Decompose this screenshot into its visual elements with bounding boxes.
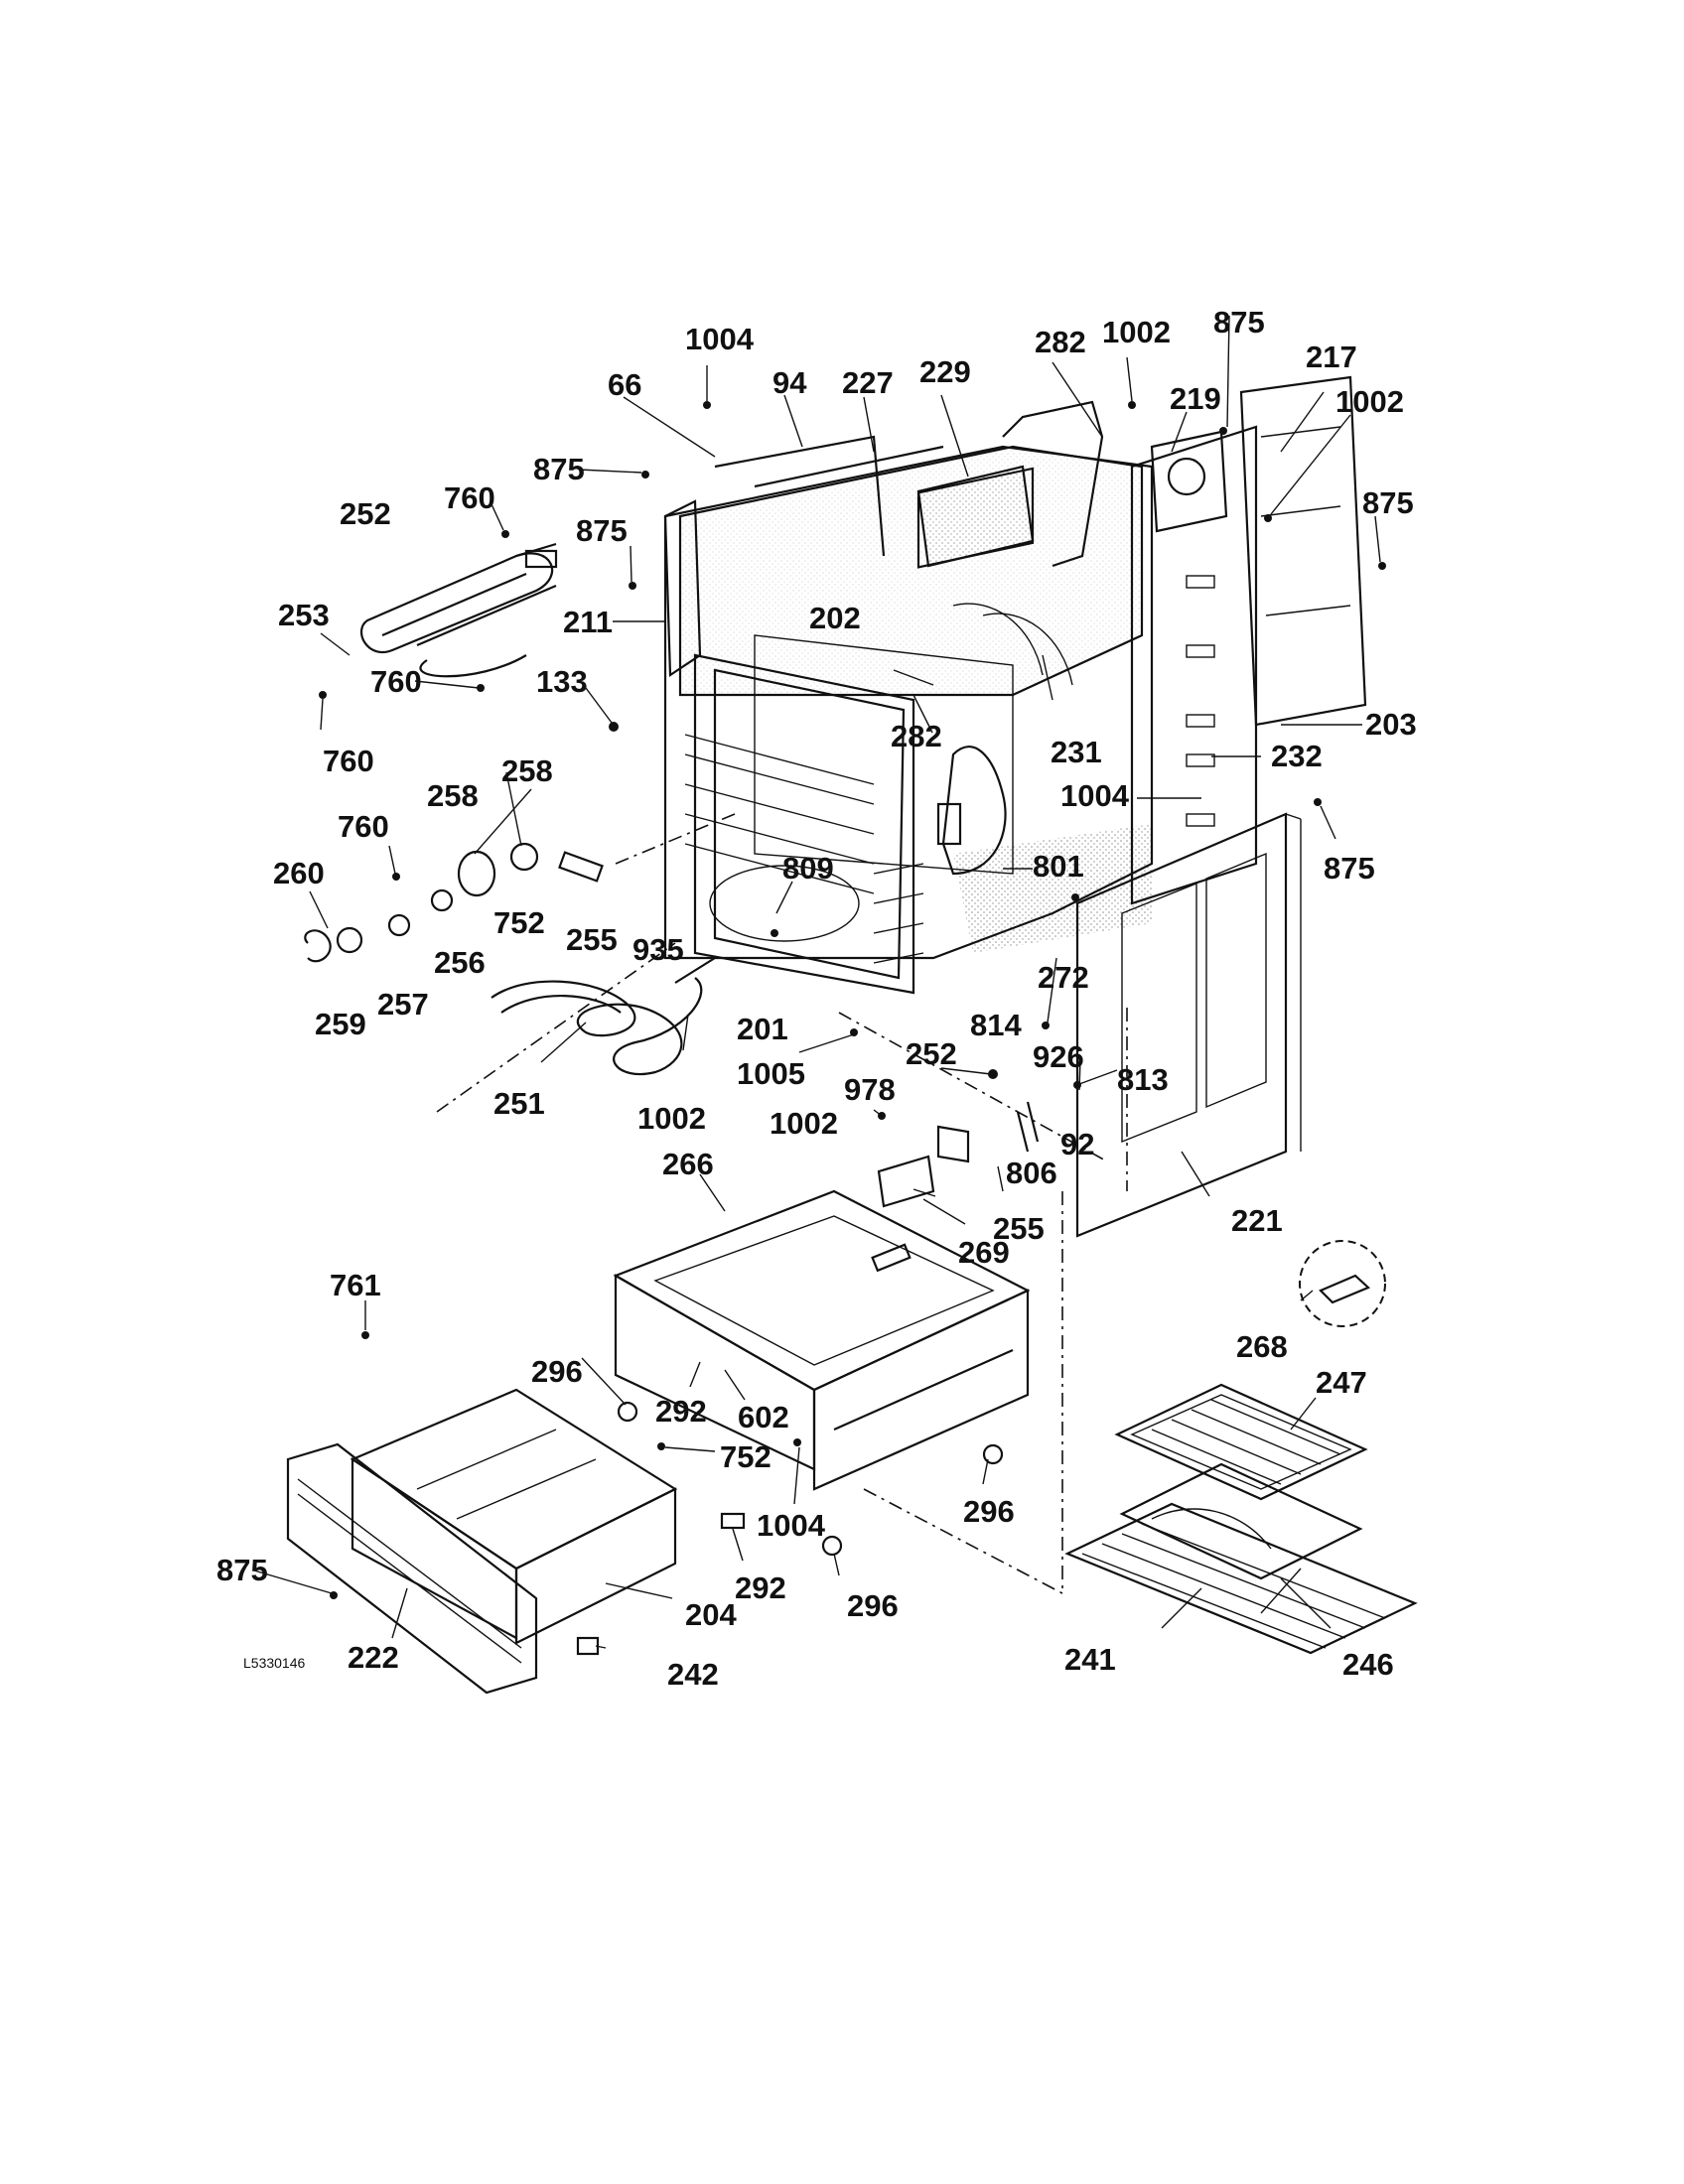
broiler-pan — [1114, 1383, 1368, 1580]
label-242: 242 — [667, 1657, 719, 1692]
label-268: 268 — [1236, 1329, 1288, 1364]
label-219: 219 — [1170, 381, 1221, 416]
label-260: 260 — [273, 856, 325, 890]
label-292-b: 292 — [735, 1570, 786, 1605]
broil-element — [360, 542, 558, 678]
label-935: 935 — [632, 932, 684, 967]
label-1004-mid: 1004 — [1060, 778, 1130, 813]
label-221: 221 — [1231, 1203, 1283, 1238]
label-222: 222 — [348, 1640, 399, 1675]
label-255-a: 255 — [566, 922, 618, 957]
label-203: 203 — [1365, 707, 1417, 742]
label-752-b: 752 — [720, 1439, 772, 1474]
oven-cabinet — [663, 375, 1367, 995]
label-875-right: 875 — [1362, 485, 1414, 520]
label-602: 602 — [738, 1400, 789, 1434]
label-875-mid: 875 — [576, 513, 628, 548]
oven-door — [1075, 812, 1302, 1238]
oven-rack — [1064, 1502, 1418, 1655]
label-760-d: 760 — [338, 809, 389, 844]
label-227: 227 — [842, 365, 894, 400]
label-211: 211 — [563, 605, 613, 639]
label-232: 232 — [1271, 739, 1323, 773]
label-296-a: 296 — [531, 1354, 583, 1389]
label-978: 978 — [844, 1072, 896, 1107]
label-292-a: 292 — [655, 1394, 707, 1429]
bake-element — [491, 957, 716, 1075]
label-1002-low: 1002 — [637, 1101, 706, 1136]
label-814: 814 — [970, 1008, 1022, 1042]
label-926: 926 — [1033, 1039, 1084, 1074]
label-246: 246 — [1342, 1647, 1394, 1682]
label-761: 761 — [330, 1268, 381, 1302]
label-255-b: 255 — [993, 1211, 1045, 1246]
label-256: 256 — [434, 945, 486, 980]
label-229: 229 — [919, 354, 971, 389]
label-241: 241 — [1064, 1642, 1116, 1677]
label-201: 201 — [737, 1012, 788, 1046]
label-760-b: 760 — [370, 664, 422, 699]
label-269: 269 — [958, 1235, 1010, 1270]
drawing-code: L5330146 — [243, 1655, 306, 1671]
label-252-b: 252 — [906, 1036, 957, 1071]
label-259: 259 — [315, 1007, 366, 1041]
label-266: 266 — [662, 1147, 714, 1181]
label-760-a: 760 — [444, 480, 495, 515]
label-296-b: 296 — [963, 1494, 1015, 1529]
label-801: 801 — [1033, 849, 1084, 884]
label-813: 813 — [1117, 1062, 1169, 1097]
label-66: 66 — [608, 367, 641, 402]
label-806: 806 — [1006, 1156, 1057, 1190]
label-1002-top: 1002 — [1102, 315, 1171, 349]
label-1004-low: 1004 — [757, 1508, 826, 1543]
storage-drawer — [350, 1388, 678, 1645]
label-875-side: 875 — [1324, 851, 1375, 886]
lower-chassis — [613, 1189, 1031, 1491]
label-282-mid: 282 — [891, 719, 942, 753]
label-875-low: 875 — [216, 1553, 268, 1587]
label-247: 247 — [1316, 1365, 1367, 1400]
label-252-a: 252 — [340, 496, 391, 531]
label-217: 217 — [1306, 340, 1357, 374]
label-231: 231 — [1051, 735, 1102, 769]
label-296-c: 296 — [847, 1588, 899, 1623]
label-875-left: 875 — [533, 452, 585, 486]
label-760-c: 760 — [323, 744, 374, 778]
label-257: 257 — [377, 987, 429, 1022]
label-1002-right: 1002 — [1335, 384, 1404, 419]
label-94: 94 — [772, 365, 807, 400]
label-253: 253 — [278, 598, 330, 632]
label-92: 92 — [1060, 1127, 1094, 1161]
label-1005: 1005 — [737, 1056, 805, 1091]
label-258-b: 258 — [427, 778, 479, 813]
label-258-a: 258 — [501, 753, 553, 788]
alignment-lines — [436, 813, 1128, 1594]
label-202: 202 — [809, 601, 861, 635]
label-875-top: 875 — [1213, 305, 1265, 340]
label-251: 251 — [493, 1086, 545, 1121]
oven-rack-inside — [684, 734, 924, 964]
leader-lines — [253, 315, 1381, 1649]
label-1004-top: 1004 — [685, 322, 755, 356]
label-272: 272 — [1038, 960, 1089, 995]
label-204: 204 — [685, 1597, 737, 1632]
label-752-a: 752 — [493, 905, 545, 940]
label-133: 133 — [536, 664, 588, 699]
label-1002-mid: 1002 — [770, 1106, 838, 1141]
label-282-top: 282 — [1035, 325, 1086, 359]
label-809: 809 — [782, 851, 834, 886]
clip-detail-circle — [1299, 1240, 1386, 1327]
drawer-front-panel — [286, 1442, 538, 1695]
part-labels: 1004 66 94 227 229 282 1002 875 219 217 … — [216, 305, 1417, 1692]
